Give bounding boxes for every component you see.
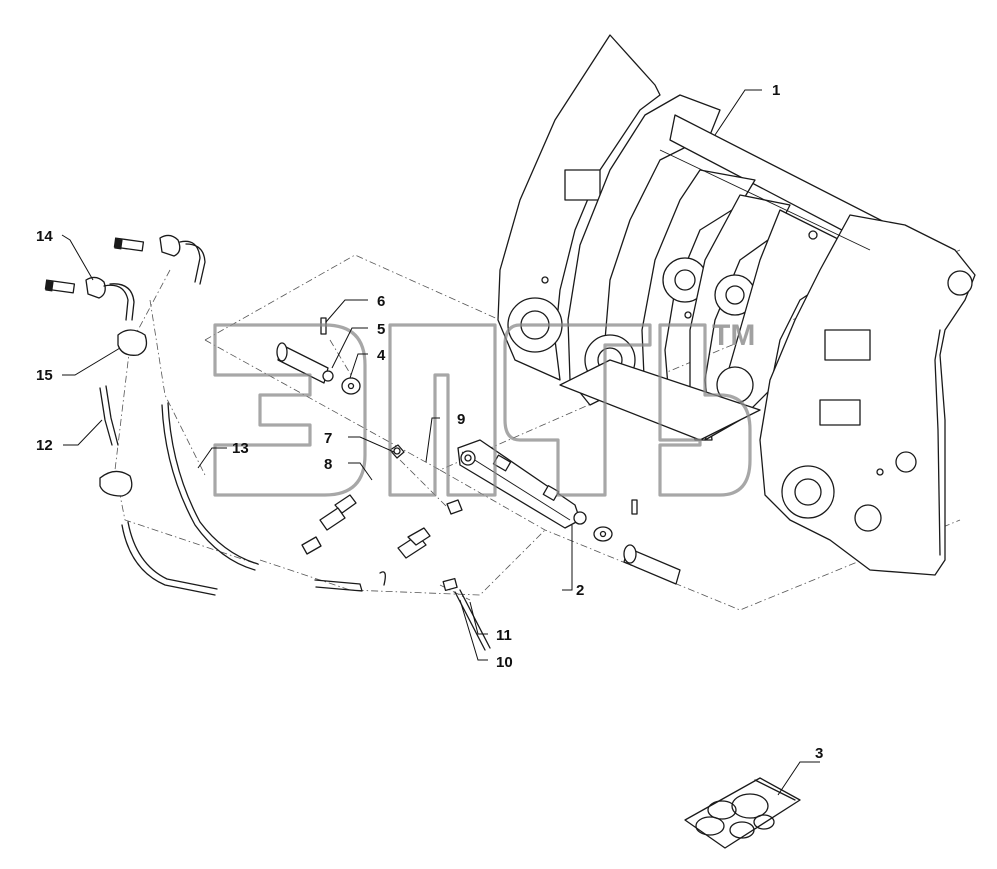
callout-15: 15 [36, 367, 53, 384]
hydraulic-fittings [301, 444, 463, 586]
watermark-trademark: TM [712, 319, 755, 352]
callout-8: 8 [324, 456, 332, 473]
callout-6: 6 [377, 293, 385, 310]
watermark-logo: TM [213, 319, 755, 497]
callout-9: 9 [457, 411, 465, 428]
callout-2: 2 [576, 582, 584, 599]
hydraulic-cylinder [457, 439, 587, 529]
leader-lines [61, 89, 820, 796]
callout-1: 1 [772, 82, 780, 99]
pivot-pin-right [593, 499, 681, 585]
callout-11: 11 [496, 627, 512, 644]
callout-labels: 1 2 3 4 5 6 7 8 9 10 11 12 13 14 15 [36, 82, 823, 762]
pivot-pin-left [276, 317, 361, 395]
grease-line [442, 577, 491, 651]
callout-14: 14 [36, 228, 53, 245]
callout-7: 7 [324, 430, 332, 447]
callout-13: 13 [232, 440, 249, 457]
hydraulic-hoses [99, 385, 363, 596]
callout-12: 12 [36, 437, 53, 454]
callout-5: 5 [377, 321, 385, 338]
callout-4: 4 [377, 347, 386, 364]
callout-3: 3 [815, 745, 823, 762]
quick-couplers [44, 234, 206, 497]
seal-kit-packet [684, 777, 801, 849]
callout-10: 10 [496, 654, 513, 671]
